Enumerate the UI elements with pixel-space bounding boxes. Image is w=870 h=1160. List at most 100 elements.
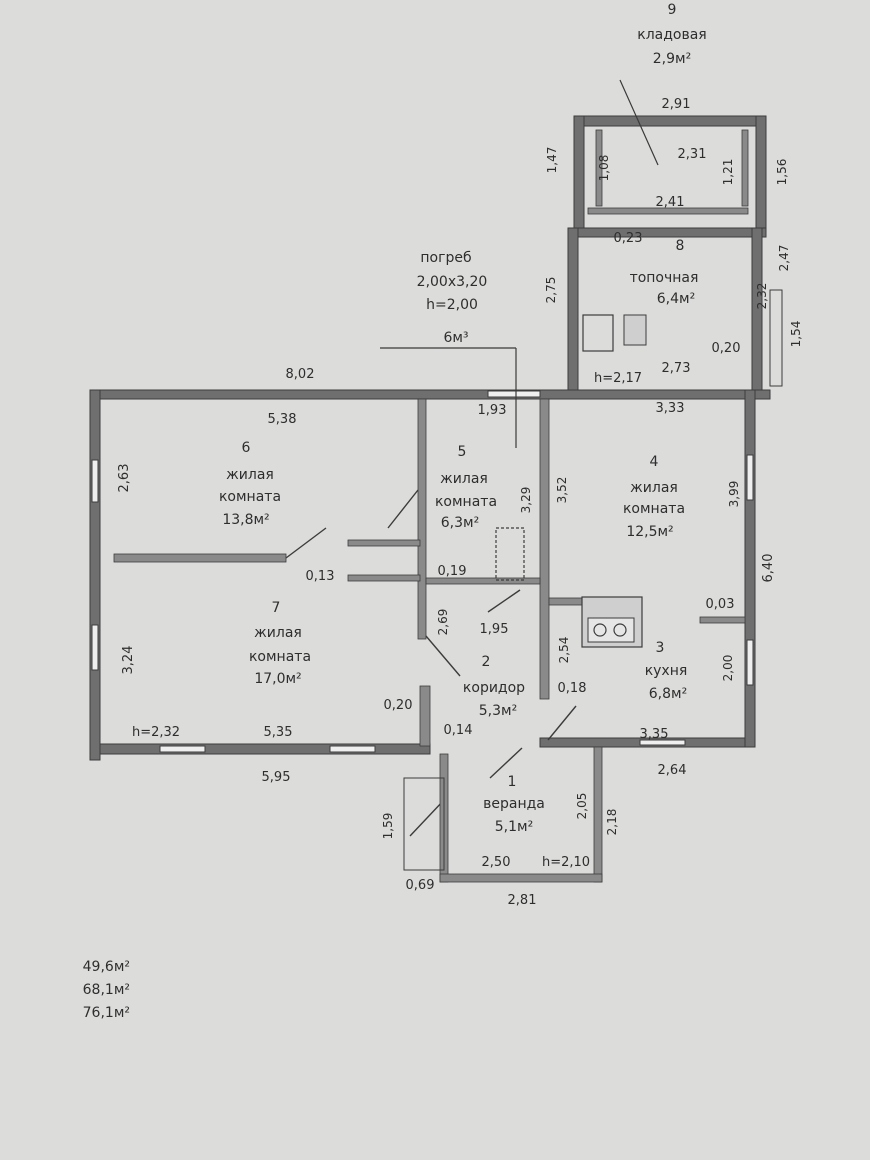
room-7-name1: жилая: [254, 625, 302, 641]
cellar-size: 2,00x3,20: [417, 274, 488, 290]
window-3-bottom: [639, 739, 686, 746]
wall-9-top: [573, 115, 767, 127]
dim-3-33: 3,33: [656, 401, 685, 416]
dim-5-38: 5,38: [268, 412, 297, 427]
wall-top: [89, 389, 771, 400]
dim-3-24: 3,24: [121, 646, 136, 675]
wall-left: [89, 389, 101, 761]
window-7-bottom: [159, 745, 206, 753]
dim-8-02: 8,02: [286, 367, 315, 382]
room-1-area: 5,1м²: [495, 819, 533, 835]
window-7: [91, 624, 99, 671]
wall-stair-top: [347, 539, 421, 547]
door-5: [387, 489, 419, 529]
room-3-num: 3: [656, 640, 665, 656]
room-3-area: 6,8м²: [649, 686, 687, 702]
wall-9-left: [573, 115, 585, 229]
room-5-area: 6,3м²: [441, 515, 479, 531]
total-living-area: 49,6м²: [82, 959, 130, 975]
main-house-walls: [89, 389, 771, 761]
dim-2-75: 2,75: [544, 277, 558, 304]
porch: [403, 777, 445, 871]
wall-9-inner-left: [595, 129, 603, 207]
wall-6-7: [113, 553, 287, 563]
dim-2-69: 2,69: [436, 609, 450, 636]
stove-top: [587, 617, 635, 643]
wall-5-west: [417, 398, 427, 640]
room-9-area: 2,9м²: [653, 51, 691, 67]
dim-0-20-corridor: 0,20: [384, 698, 413, 713]
wall-bottom-left: [99, 743, 431, 755]
window-6: [91, 459, 99, 503]
room-5-num: 5: [458, 444, 467, 460]
room-4-name2: комната: [623, 501, 685, 517]
room-4-name1: жилая: [630, 480, 678, 496]
boiler-tank: [623, 314, 647, 346]
dim-5-95: 5,95: [262, 770, 291, 785]
dim-2-18: 2,18: [605, 809, 619, 836]
room-5-name1: жилая: [440, 471, 488, 487]
room-2-name: коридор: [463, 680, 525, 696]
wall-9-right: [755, 115, 767, 229]
wall-9-inner-right: [741, 129, 749, 207]
dim-0-14: 0,14: [444, 723, 473, 738]
dim-0-20-annex: 0,20: [712, 341, 741, 356]
room-8-num: 8: [676, 238, 685, 254]
dim-2-41: 2,41: [656, 195, 685, 210]
dim-1-08: 1,08: [597, 155, 611, 182]
dim-1-93: 1,93: [478, 403, 507, 418]
wall-3-right: [699, 616, 746, 624]
wall-corridor-left: [419, 685, 431, 747]
dim-2-00: 2,00: [721, 655, 735, 682]
window-3: [746, 639, 754, 686]
door-3: [547, 705, 577, 741]
wall-veranda-right: [593, 746, 603, 883]
dim-1-59: 1,59: [381, 813, 395, 840]
room-labels: 6 жилая комната 13,8м² 7 жилая комната 1…: [219, 2, 707, 835]
cellar-height: h=2,00: [426, 297, 478, 313]
dim-2-32: 2,32: [755, 283, 769, 310]
total-area-with-annex: 76,1м²: [82, 1005, 130, 1021]
dim-2-64: 2,64: [658, 763, 687, 778]
wall-8-top: [577, 227, 767, 238]
window-5: [487, 390, 541, 398]
wall-right: [744, 389, 756, 748]
dim-0-13: 0,13: [306, 569, 335, 584]
dim-3-35: 3,35: [640, 727, 669, 742]
dim-3-99: 3,99: [727, 481, 741, 508]
dim-2-91: 2,91: [662, 97, 691, 112]
burner-right-icon: [613, 623, 627, 637]
dim-0-23: 0,23: [614, 231, 643, 246]
wall-veranda-bottom: [439, 873, 603, 883]
window-4: [746, 454, 754, 501]
room-1-name: веранда: [483, 796, 545, 812]
room-9-num: 9: [668, 2, 677, 18]
annex-walls: [567, 79, 783, 391]
room-7-name2: комната: [249, 649, 311, 665]
stove: [581, 596, 643, 648]
dim-0-03: 0,03: [706, 597, 735, 612]
wall-5-bottom: [425, 577, 541, 585]
room-6-name1: жилая: [226, 467, 274, 483]
dim-1-47: 1,47: [545, 147, 559, 174]
room-7-num: 7: [272, 600, 281, 616]
dim-0-69: 0,69: [406, 878, 435, 893]
room-7-area: 17,0м²: [254, 671, 301, 687]
room-4-area: 12,5м²: [626, 524, 673, 540]
veranda-walls: [403, 746, 603, 883]
room-1-num: 1: [508, 774, 517, 790]
dim-5-35-inner: 5,35: [264, 725, 293, 740]
dim-h2-10: h=2,10: [542, 855, 590, 870]
dim-2-31: 2,31: [678, 147, 707, 162]
door-2-7: [425, 635, 461, 677]
room-5-name2: комната: [435, 494, 497, 510]
dim-2-47: 2,47: [777, 245, 791, 272]
doors: [285, 489, 577, 837]
dim-1-56: 1,56: [775, 159, 789, 186]
annex-ext: [769, 289, 783, 387]
dim-2-54: 2,54: [557, 637, 571, 664]
dimensions: 8,02 5,38 1,93 3,33 2,63 3,24 h=2,32 5,3…: [117, 97, 803, 908]
room-4-num: 4: [650, 454, 659, 470]
dim-2-05: 2,05: [575, 793, 589, 820]
